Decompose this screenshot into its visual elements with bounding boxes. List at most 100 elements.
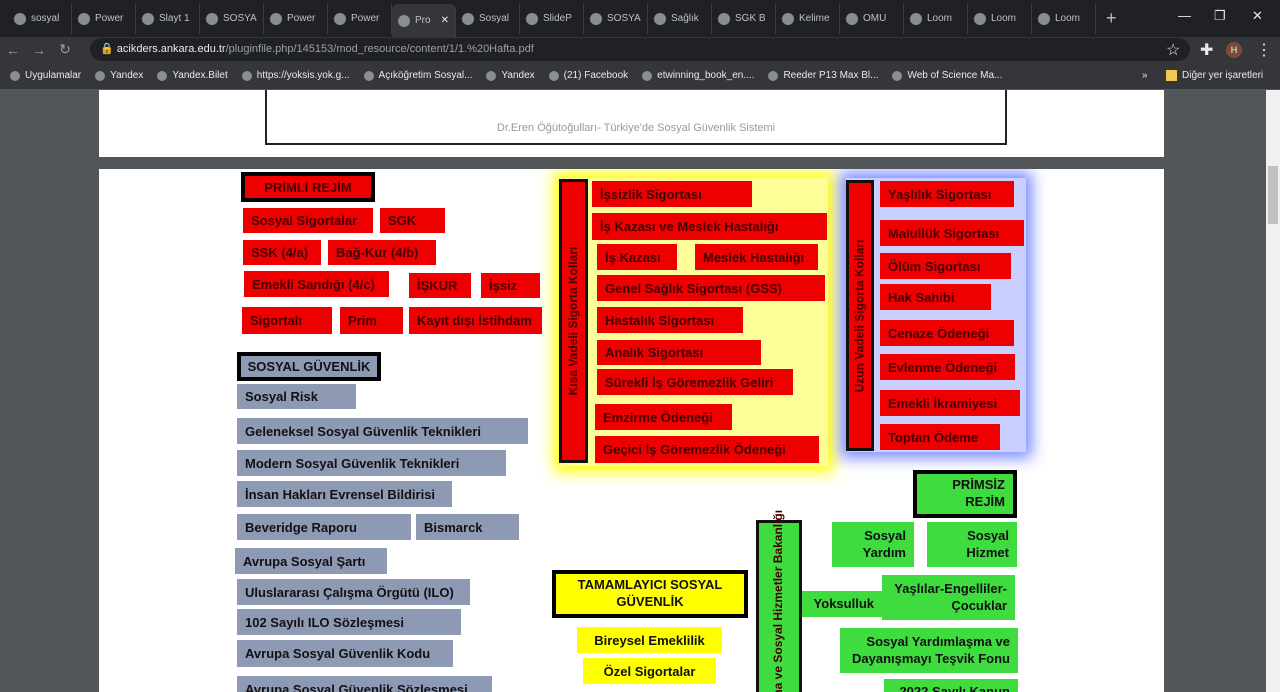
tab[interactable]: Kelime: [776, 3, 840, 34]
bookmark[interactable]: Yandex.Bilet: [157, 70, 228, 81]
primli-box: SGK: [380, 208, 445, 233]
sg-box-label: Bismarck: [424, 519, 483, 535]
tab[interactable]: SlideP: [520, 3, 584, 34]
primsiz-box-label: 2022 Sayılı Kanun: [899, 683, 1010, 692]
tab-title: SOSYA: [607, 13, 641, 24]
tamamlayici-box: Özel Sigortalar: [583, 658, 716, 684]
uzun-box: Cenaze Ödeneği: [880, 320, 1014, 346]
bookmark[interactable]: Web of Science Ma...: [892, 70, 1002, 81]
favicon-icon: [270, 12, 282, 25]
tab[interactable]: Pro✕: [392, 3, 456, 38]
sg-box-label: Avrupa Sosyal Güvenlik Kodu: [245, 646, 431, 661]
sg-box: Sosyal Risk: [237, 384, 356, 409]
more-bookmarks-button[interactable]: »: [1142, 70, 1148, 81]
tab-title: Loom: [927, 13, 953, 24]
sg-box-label: İnsan Hakları Evrensel Bildirisi: [245, 486, 436, 502]
primli-box-label: İŞKUR: [417, 278, 458, 293]
minimize-button[interactable]: —: [1178, 8, 1191, 23]
kisa-box-label: İş Kazası ve Meslek Hastalığı: [600, 219, 779, 234]
sg-box: Bismarck: [416, 514, 519, 540]
favicon-icon: [846, 12, 858, 25]
sosyal-guvenlik-title: SOSYAL GÜVENLİK: [237, 352, 381, 381]
kisa-box-label: Hastalık Sigortası: [605, 312, 715, 328]
primli-box: Prim: [340, 307, 403, 334]
primli-box-label: Kayıt dışı İstihdam: [417, 313, 532, 328]
bookmark-icon: [241, 70, 252, 81]
primli-box-label: Bağ-Kur (4/b): [336, 245, 419, 260]
bookmark-icon: [363, 70, 374, 81]
bookmark[interactable]: Yandex: [95, 70, 143, 81]
profile-avatar[interactable]: H: [1226, 41, 1242, 58]
primli-box: Sigortalı: [242, 307, 332, 334]
primli-rejim-title: PRİMLİ REJİM: [241, 172, 375, 202]
forward-icon[interactable]: →: [32, 41, 46, 58]
new-tab-button[interactable]: +: [1106, 8, 1117, 28]
maximize-button[interactable]: ❐: [1214, 8, 1226, 23]
uzun-box-label: Evlenme Ödeneği: [888, 359, 998, 375]
tab[interactable]: SOSYA: [584, 3, 648, 34]
tab[interactable]: Loom: [968, 3, 1032, 34]
other-bookmarks-folder[interactable]: Diğer yer işaretleri: [1166, 70, 1263, 81]
bookmark[interactable]: Uygulamalar: [10, 70, 81, 81]
scrollbar[interactable]: [1266, 90, 1280, 692]
bakanlik-bar: [756, 520, 802, 692]
primsiz-box-label: Sosyal Yardımlaşma ve Dayanışmayı Teşvik…: [852, 633, 1010, 666]
primsiz-box: Sosyal Hizmet: [927, 522, 1017, 567]
primli-box-label: Sosyal Sigortalar: [251, 213, 358, 228]
tab[interactable]: Power: [72, 3, 136, 34]
tab[interactable]: sosyal: [8, 3, 72, 34]
uzun-box-label: Yaşlılık Sigortası: [888, 186, 992, 202]
bookmark[interactable]: https://yoksis.yok.g...: [241, 70, 350, 81]
slide-footer: Dr.Eren Öğütoğulları- Türkiye'de Sosyal …: [265, 90, 1007, 145]
kisa-vadeli-bar-label: Kısa Vadeli Sigorta Kolları: [565, 246, 580, 396]
bookmark-icon: [10, 70, 20, 81]
tab[interactable]: Power: [328, 3, 392, 34]
sg-box-label: Sosyal Risk: [245, 389, 318, 404]
tab[interactable]: Sosyal: [456, 3, 520, 34]
bookmark[interactable]: Yandex: [486, 70, 535, 81]
star-icon[interactable]: ☆: [1166, 41, 1181, 59]
tab[interactable]: OMU: [840, 3, 904, 34]
bookmark[interactable]: Açıköğretim Sosyal...: [363, 70, 472, 81]
favicon-icon: [14, 12, 26, 25]
tab[interactable]: Loom: [1032, 3, 1096, 34]
bookmark-icon: [157, 70, 168, 81]
url-input[interactable]: 🔒 acikders.ankara.edu.tr/pluginfile.php/…: [90, 38, 1190, 61]
uzun-box-label: Toptan Ödeme: [888, 429, 979, 445]
bookmark-icon: [486, 70, 497, 81]
kisa-box: İşsizlik Sigortası: [592, 181, 752, 207]
tab-title: Power: [95, 13, 124, 24]
uzun-box: Evlenme Ödeneği: [880, 354, 1015, 380]
bookmark[interactable]: etwinning_book_en....: [642, 70, 754, 81]
favicon-icon: [462, 12, 474, 25]
favicon-icon: [590, 12, 602, 25]
bookmark[interactable]: Reeder P13 Max Bl...: [768, 70, 878, 81]
favicon-icon: [782, 12, 794, 25]
uzun-box: Ölüm Sigortası: [880, 253, 1011, 279]
uzun-box: Toptan Ödeme: [880, 424, 1000, 450]
primsiz-box-label: Yoksulluk: [813, 595, 874, 611]
close-tab-icon[interactable]: ✕: [440, 15, 449, 26]
back-icon[interactable]: ←: [6, 41, 20, 58]
tab[interactable]: Sağlık: [648, 3, 712, 34]
tab[interactable]: Loom: [904, 3, 968, 34]
kisa-box: Genel Sağlık Sigortası (GSS): [597, 275, 825, 301]
extensions-icon[interactable]: ✚: [1200, 41, 1214, 59]
sg-box: Uluslararası Çalışma Örgütü (ILO): [237, 579, 470, 605]
menu-icon[interactable]: ⋮: [1256, 41, 1272, 59]
reload-icon[interactable]: ↻: [59, 41, 71, 57]
bookmark-label: Yandex.Bilet: [172, 70, 228, 81]
tab[interactable]: SGK B: [712, 3, 776, 34]
close-window-button[interactable]: ✕: [1252, 8, 1263, 23]
lock-icon: 🔒: [100, 43, 117, 55]
kisa-box-label: Sürekli İş Göremezlik Geliri: [605, 374, 774, 390]
tamamlayici-box-label: Bireysel Emeklilik: [594, 632, 705, 648]
tab[interactable]: SOSYA: [200, 3, 264, 34]
primli-box: SSK (4/a): [243, 240, 321, 265]
bookmark[interactable]: (21) Facebook: [548, 70, 628, 81]
scrollbar-thumb[interactable]: [1268, 166, 1278, 224]
sg-box-label: Avrupa Sosyal Güvenlik Sözleşmesi: [245, 681, 468, 692]
tab[interactable]: Power: [264, 3, 328, 34]
primli-box: İŞKUR: [409, 273, 471, 298]
tab[interactable]: Slayt 1: [136, 3, 200, 34]
